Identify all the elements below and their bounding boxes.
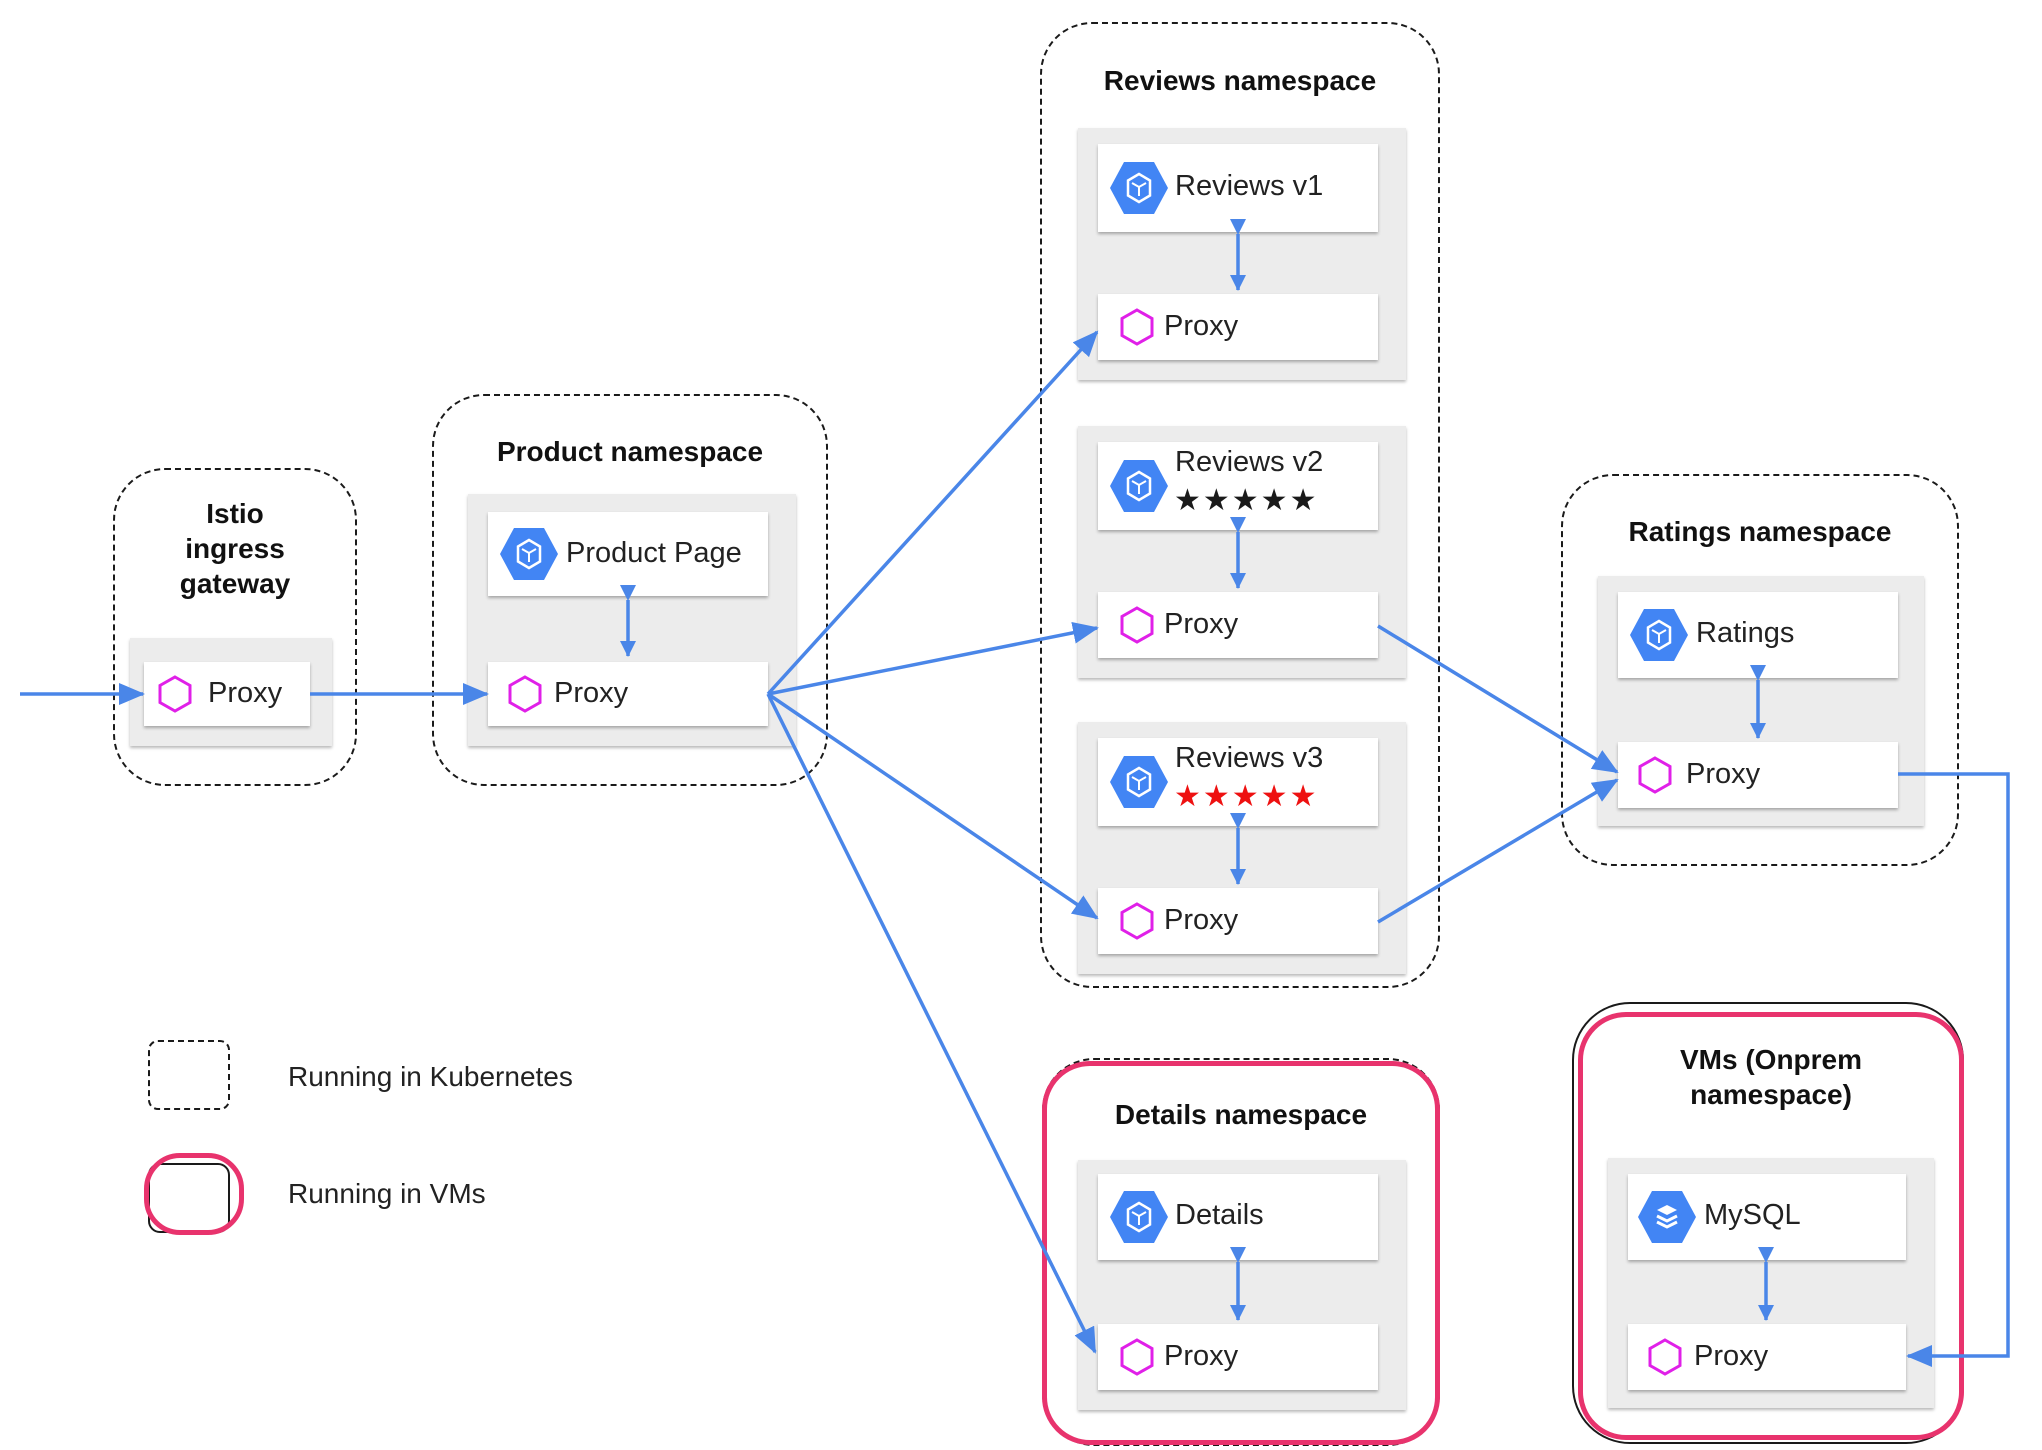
proxy-label: Proxy (1164, 1340, 1239, 1372)
proxy-icon (1120, 308, 1154, 346)
product-page-label: Product Page (566, 537, 742, 569)
legend-kubernetes-swatch (148, 1040, 230, 1110)
reviews-v2-card[interactable]: Reviews v2 ★★★★★ (1098, 442, 1378, 530)
kubernetes-cube-hexagon-icon (1110, 162, 1168, 214)
arrow-product-to-reviews-v1 (766, 330, 1099, 696)
reviews-v3-proxy-card[interactable]: Proxy (1098, 888, 1378, 954)
reviews-v3-card[interactable]: Reviews v3 ★★★★★ (1098, 738, 1378, 826)
arrow-ratings-to-mysql (1898, 772, 2010, 1367)
legend-vms-label: Running in VMs (288, 1178, 486, 1209)
reviews-v1-proxy-card[interactable]: Proxy (1098, 294, 1378, 360)
reviews-v3-label: Reviews v3 (1175, 742, 1324, 774)
kubernetes-cube-hexagon-icon (1110, 756, 1168, 808)
reviews-v2-label: Reviews v2 (1175, 446, 1324, 478)
proxy-label: Proxy (1686, 758, 1761, 790)
ratings-label: Ratings (1696, 617, 1795, 649)
proxy-icon (158, 675, 192, 713)
vms-namespace-title: VMs (Onprem namespace) (1679, 1044, 1863, 1110)
product-namespace-title: Product namespace (496, 436, 764, 467)
reviews-v1-label: Reviews v1 (1175, 170, 1324, 202)
black-stars-rating: ★★★★★ (1174, 484, 1319, 517)
mysql-card[interactable]: MySQL (1628, 1174, 1906, 1260)
proxy-label: Proxy (554, 677, 629, 709)
vms-namespace-boundary (1578, 1012, 1964, 1440)
proxy-label: Proxy (1164, 310, 1239, 342)
proxy-label: Proxy (208, 677, 283, 709)
arrow-product-to-details (766, 693, 1097, 1354)
proxy-icon (1120, 606, 1154, 644)
ratings-proxy-card[interactable]: Proxy (1618, 742, 1898, 808)
proxy-label: Proxy (1164, 904, 1239, 936)
arrow-product-to-reviews-v3 (767, 692, 1099, 920)
reviews-namespace-boundary (1040, 22, 1440, 988)
product-page-card[interactable]: Product Page (488, 512, 768, 596)
legend-vm-swatch (144, 1153, 244, 1235)
proxy-icon (1120, 902, 1154, 940)
istio-gateway-title: Istio ingress gateway (179, 498, 291, 599)
proxy-icon (1638, 756, 1672, 794)
legend-kubernetes-label: Running in Kubernetes (288, 1061, 573, 1092)
details-proxy-card[interactable]: Proxy (1098, 1324, 1378, 1390)
kubernetes-cube-hexagon-icon (1110, 460, 1168, 512)
kubernetes-cube-hexagon-icon (1630, 609, 1688, 661)
product-namespace-boundary (432, 394, 828, 786)
arrow-reviews-v2-to-ratings (1377, 624, 1619, 774)
kubernetes-cube-hexagon-icon (1110, 1191, 1168, 1243)
product-proxy-card[interactable]: Proxy (488, 662, 768, 726)
istio-gateway-boundary (113, 468, 357, 786)
reviews-v1-card[interactable]: Reviews v1 (1098, 144, 1378, 232)
mysql-proxy-card[interactable]: Proxy (1628, 1324, 1906, 1390)
proxy-icon (1120, 1338, 1154, 1376)
ratings-namespace-boundary (1561, 474, 1959, 866)
ratings-namespace-title: Ratings namespace (1628, 516, 1892, 547)
arrow-reviews-v3-to-ratings (1377, 778, 1619, 924)
red-stars-rating: ★★★★★ (1174, 780, 1319, 813)
details-card[interactable]: Details (1098, 1174, 1378, 1260)
database-stack-hexagon-icon (1638, 1191, 1696, 1243)
reviews-v2-proxy-card[interactable]: Proxy (1098, 592, 1378, 658)
kubernetes-cube-hexagon-icon (500, 528, 558, 580)
istio-proxy-card[interactable]: Proxy (144, 662, 310, 726)
ratings-card[interactable]: Ratings (1618, 592, 1898, 678)
details-label: Details (1175, 1199, 1264, 1231)
proxy-label: Proxy (1694, 1340, 1769, 1372)
reviews-namespace-title: Reviews namespace (1103, 65, 1377, 96)
details-namespace-title: Details namespace (1114, 1099, 1368, 1130)
arrow-product-to-reviews-v2 (767, 621, 1099, 696)
proxy-icon (508, 675, 542, 713)
proxy-label: Proxy (1164, 608, 1239, 640)
mysql-label: MySQL (1704, 1199, 1801, 1231)
proxy-icon (1648, 1338, 1682, 1376)
